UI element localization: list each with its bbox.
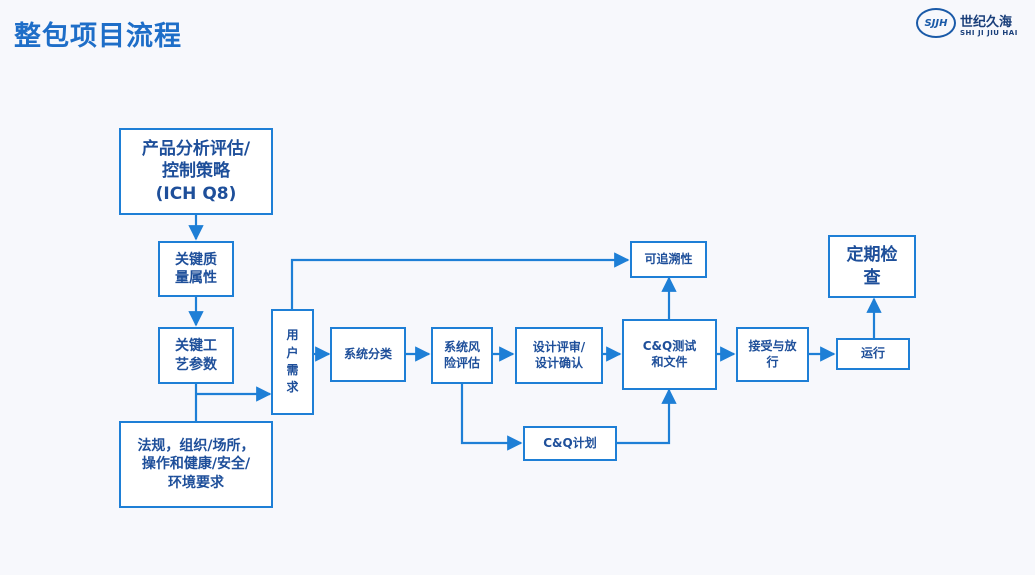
node-system-classification: 系统分类 <box>330 327 406 382</box>
node-periodic-review: 定期检 查 <box>828 235 916 298</box>
logo-mark: SJJH <box>916 8 956 38</box>
logo-name: 世纪久海 <box>960 15 1013 30</box>
node-cq-testing: C&Q测试 和文件 <box>622 319 717 390</box>
node-regulations: 法规，组织/场所， 操作和健康/安全/ 环境要求 <box>119 421 273 508</box>
logo-subtitle: SHI JI JIU HAI <box>960 29 1018 37</box>
node-product-analysis: 产品分析评估/ 控制策略 (ICH Q8) <box>119 128 273 215</box>
arrow-risk-to-cq-plan <box>460 384 523 451</box>
arrow-user-req-to-traceability <box>290 252 630 309</box>
node-design-review: 设计评审/ 设计确认 <box>515 327 603 384</box>
node-critical-process-parameters: 关键工 艺参数 <box>158 327 234 384</box>
node-system-risk-assessment: 系统风 险评估 <box>431 327 493 384</box>
node-acceptance-release: 接受与放 行 <box>736 327 809 382</box>
company-logo: SJJH 世纪久海 SHI JI JIU HAI <box>916 8 1026 42</box>
arrow-cq-plan-to-testing <box>617 388 677 445</box>
node-cq-plan: C&Q计划 <box>523 426 617 461</box>
node-traceability: 可追溯性 <box>630 241 707 278</box>
node-user-requirements: 用 户 需 求 <box>271 309 314 415</box>
node-operation: 运行 <box>836 338 910 370</box>
page-title: 整包项目流程 <box>14 21 182 52</box>
node-critical-quality-attributes: 关键质 量属性 <box>158 241 234 297</box>
